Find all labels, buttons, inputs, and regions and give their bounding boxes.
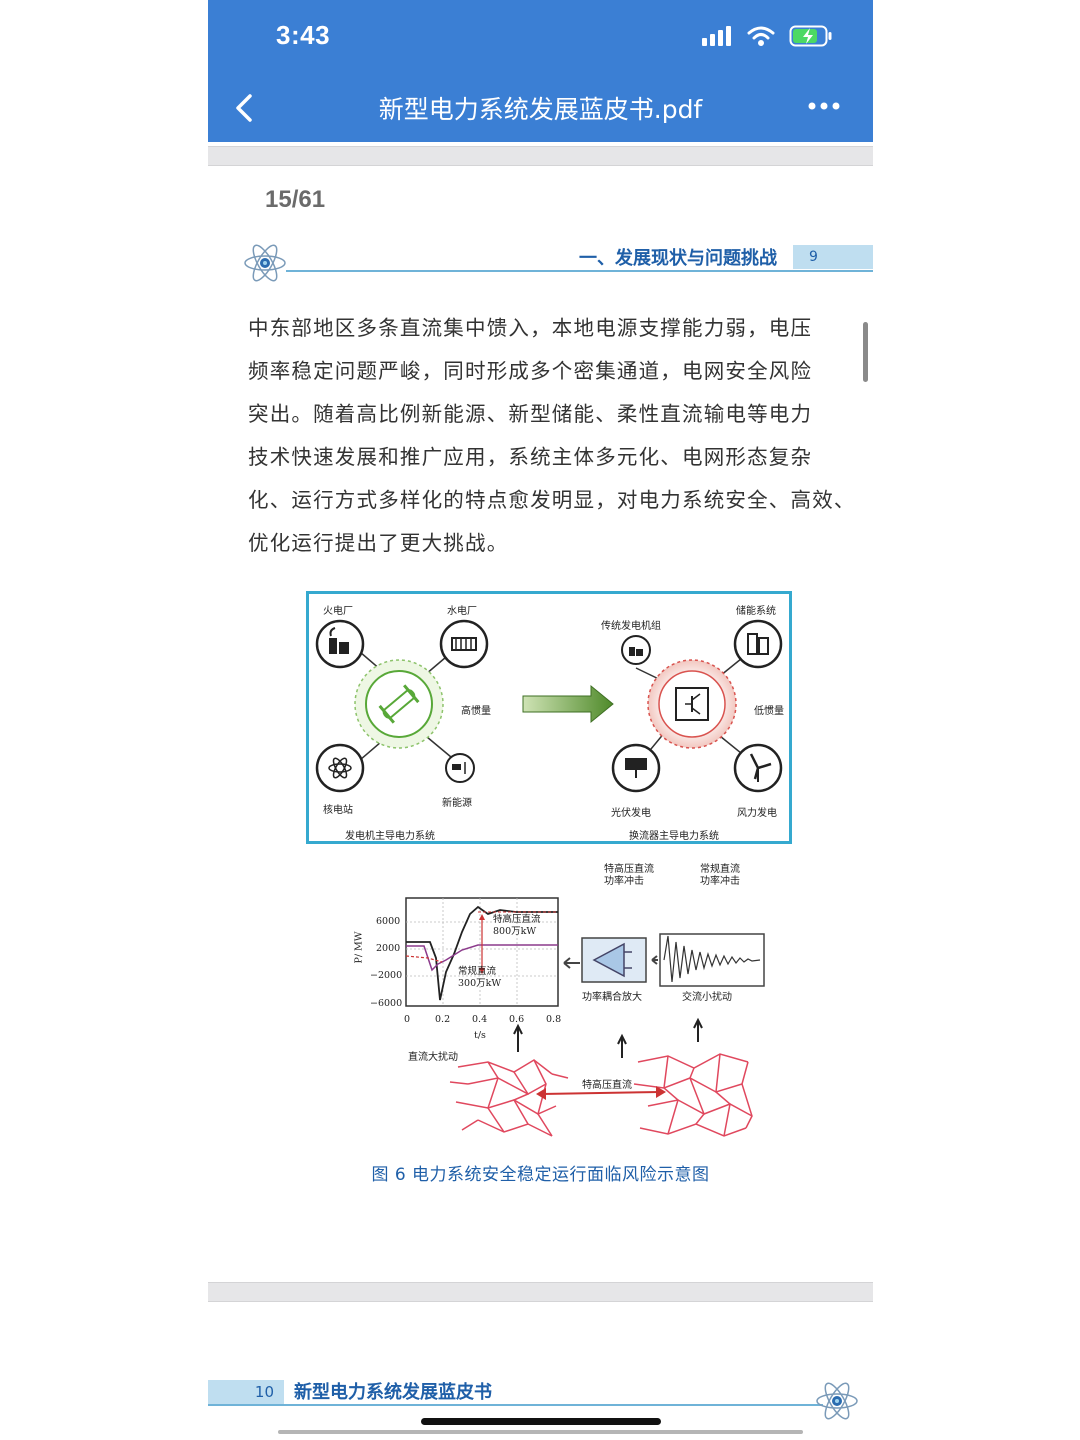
y-tick: 2000 [376,943,401,954]
annot-conv-line2: 300万kW [458,978,502,989]
conventional-trace [406,944,558,972]
label-dc-disturbance: 直流大扰动 [408,1052,458,1063]
page-indicator: 15/61 [265,186,326,213]
annot-conventional: 常规直流 300万kW [458,966,501,990]
figure-system-comparison: 火电厂 水电厂 高惯量 核电站 新能源 发电机主导电力系统 传统发电机组 储能系… [306,591,792,844]
nav-bar: 新型电力系统发展蓝皮书.pdf [208,74,873,142]
status-bar: 3:43 [208,0,873,74]
chapter-header: 一、发展现状与问题挑战 9 [208,232,873,288]
wifi-icon [747,26,775,46]
annot-uhv: 特高压直流 800万kW [493,914,541,938]
legend-conv-line2: 功率冲击 [700,876,740,887]
legend-conventional: 常规直流 功率冲击 [700,864,740,888]
y-tick: −6000 [370,998,403,1009]
legend-uhv-line2: 功率冲击 [604,876,644,887]
x-axis-label: t/s [474,1030,486,1041]
oscillation-wave [663,935,761,983]
chapter-rule [286,270,873,272]
x-tick: 0.8 [546,1014,562,1025]
status-time: 3:43 [276,20,331,50]
annot-uhv-line2: 800万kW [493,926,537,937]
label-hydro: 水电厂 [447,606,477,617]
label-uhv-link: 特高压直流 [582,1080,632,1091]
chapter-page-number: 9 [793,245,873,269]
rotor-icon [378,684,420,724]
annot-uhv-line1: 特高压直流 [493,914,541,925]
risk-diagram-svg [405,897,765,1137]
label-nuclear: 核电站 [323,805,353,816]
body-paragraph: 中东部地区多条直流集中馈入，本地电源支撑能力弱，电压 频率稳定问题严峻，同时形成… [248,307,858,565]
label-high-inertia: 高惯量 [461,706,491,717]
label-wind: 风力发电 [737,808,777,819]
status-icons [701,24,833,48]
label-ac-disturbance: 交流小扰动 [682,992,732,1003]
vertical-scrollbar[interactable] [863,322,868,382]
atom-logo-icon [244,244,286,282]
label-generator-system: 发电机主导电力系统 [345,831,435,842]
nuclear-icon [328,757,352,779]
label-conventional-unit: 传统发电机组 [601,621,661,632]
label-thermal: 火电厂 [323,606,353,617]
page-separator [208,146,873,166]
solar-panel-icon [625,758,647,778]
y-axis-label: P/ MW [353,931,365,964]
back-chevron-icon[interactable] [230,92,260,124]
body-line: 频率稳定问题严峻，同时形成多个密集通道，电网安全风险 [248,359,813,383]
more-options-icon[interactable] [807,96,841,116]
label-low-inertia: 低惯量 [754,706,784,717]
amplifier-icon [592,942,625,978]
left-grid-network [449,1059,569,1137]
x-tick: 0.4 [472,1014,488,1025]
body-line: 中东部地区多条直流集中馈入，本地电源支撑能力弱，电压 [248,316,813,340]
converter-icon [675,687,709,721]
legend-uhv: 特高压直流 功率冲击 [604,864,654,888]
label-storage: 储能系统 [736,606,776,617]
body-line: 化、运行方式多样化的特点愈发明显，对电力系统安全、高效、 [248,488,856,512]
signal-icon [702,26,731,46]
right-grid-network [633,1053,753,1137]
label-amplifier: 功率耦合放大 [582,992,642,1003]
wind-turbine-icon [749,753,772,782]
body-line: 突出。随着高比例新能源、新型储能、柔性直流输电等电力 [248,402,813,426]
atom-logo-icon [816,1382,858,1420]
label-renewable: 新能源 [442,798,472,809]
pdf-viewer: 3:43 新型电力系统发展蓝皮书.p [208,0,873,1440]
next-page-header: 10 新型电力系统发展蓝皮书 [208,1372,873,1420]
battery-charging-icon [789,25,832,47]
hydro-plant-icon [451,637,477,651]
next-page-number: 10 [208,1380,284,1404]
x-tick: 0.2 [435,1014,451,1025]
figure-risk-diagram: 特高压直流 功率冲击 常规直流 功率冲击 特高压直流 800万kW 常规直流 3… [338,862,768,1152]
conventional-generator-icon [629,647,643,656]
y-tick: 6000 [376,916,401,927]
storage-icon [747,633,769,655]
renewable-icon [452,762,466,774]
legend-conv-line1: 常规直流 [700,864,740,875]
chapter-title: 一、发展现状与问题挑战 [579,248,777,269]
legend-uhv-line1: 特高压直流 [604,864,654,875]
figure-caption: 图 6 电力系统安全稳定运行面临风险示意图 [371,1165,710,1185]
label-converter-system: 换流器主导电力系统 [629,831,719,842]
body-line: 技术快速发展和推广应用，系统主体多元化、电网形态复杂 [248,445,813,469]
transition-arrow-icon [522,684,614,724]
x-tick: 0.6 [509,1014,525,1025]
system-comparison-diagram [315,619,783,793]
page-separator [208,1282,873,1302]
x-tick: 0 [404,1014,411,1025]
home-indicator[interactable] [421,1418,661,1425]
body-line: 优化运行提出了更大挑战。 [248,531,509,555]
horizontal-scrollbar[interactable] [278,1430,803,1434]
annot-conv-line1: 常规直流 [458,966,497,977]
thermal-plant-icon [329,627,349,654]
label-pv: 光伏发电 [611,808,651,819]
document-title: 新型电力系统发展蓝皮书.pdf [378,95,703,124]
uhv-trace [406,905,558,1001]
book-title: 新型电力系统发展蓝皮书 [294,1382,492,1403]
footer-rule [208,1404,823,1406]
y-tick: −2000 [370,970,403,981]
